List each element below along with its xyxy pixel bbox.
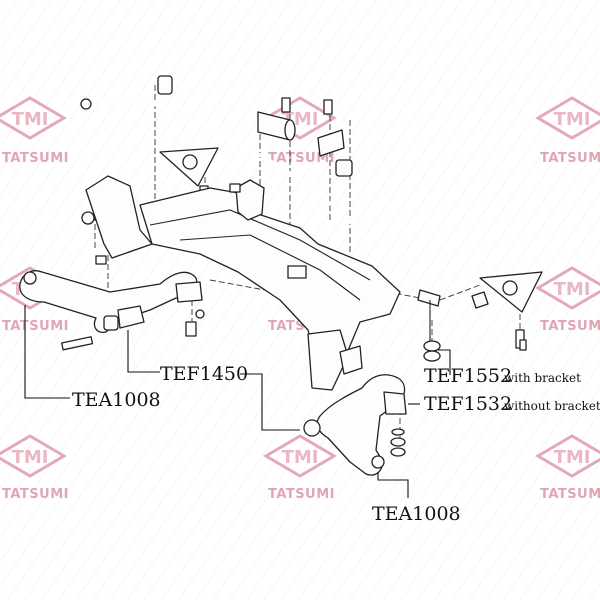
leader-tea1008-right: [377, 472, 409, 498]
tatsumi-watermark: TATSUMI: [2, 487, 69, 502]
tatsumi-watermark: TATSUMI: [2, 151, 69, 166]
tmi-logo-text: TMI: [554, 279, 591, 300]
bushing-washers: [390, 428, 406, 457]
tmi-logo-text: TMI: [12, 447, 49, 468]
tatsumi-watermark: TATSUMI: [540, 319, 600, 334]
tatsumi-watermark: TATSUMI: [268, 151, 335, 166]
tmi-logo-watermark: TMI: [535, 434, 600, 478]
lower-control-arm-right: [303, 374, 407, 476]
tatsumi-watermark: TATSUMI: [268, 487, 335, 502]
tmi-logo-text: TMI: [554, 447, 591, 468]
part-labels: TEA1008 TEF1450 TEF1552 with bracket TEF…: [72, 363, 600, 525]
tmi-logo-text: TMI: [282, 447, 319, 468]
label-tea1008-left: TEA1008: [72, 389, 161, 411]
label-tef1450: TEF1450: [160, 363, 248, 385]
leader-lines: [24, 305, 451, 498]
tmi-logo-text: TMI: [12, 109, 49, 130]
tatsumi-watermark: TATSUMI: [2, 319, 69, 334]
stabilizer-bar: [80, 75, 369, 260]
lower-control-arm-left: [19, 211, 203, 351]
watermark-layer: TMI TATSUMI TMI TATSUMI TMI TATSUMI TMI …: [0, 96, 600, 502]
tmi-logo-watermark: TMI: [535, 266, 600, 310]
leader-tef1450: [127, 330, 160, 373]
tatsumi-watermark: TATSUMI: [540, 151, 600, 166]
tmi-logo-watermark: TMI: [0, 434, 67, 478]
leader-tea1008-left: [24, 305, 70, 399]
label-tef1552: TEF1552: [424, 365, 512, 387]
tmi-logo-text: TMI: [554, 109, 591, 130]
subframe: [85, 175, 401, 391]
tatsumi-watermark: TATSUMI: [540, 487, 600, 502]
label-tef1532-note: without bracket: [504, 399, 600, 413]
label-tef1532: TEF1532: [424, 393, 512, 415]
bolt-set: [95, 255, 527, 351]
tmi-logo-watermark: TMI: [263, 434, 337, 478]
label-tef1552-note: with bracket: [504, 371, 581, 385]
stabilizer-link: [417, 289, 441, 362]
leader-tef1552: [438, 349, 451, 375]
tmi-logo-watermark: TMI: [0, 96, 67, 140]
label-tea1008-right: TEA1008: [372, 503, 461, 525]
bushing-stack: [257, 97, 345, 157]
strut-mount-right: [471, 271, 543, 349]
tmi-logo-watermark: TMI: [535, 96, 600, 140]
leader-tef1450-right: [240, 373, 300, 431]
